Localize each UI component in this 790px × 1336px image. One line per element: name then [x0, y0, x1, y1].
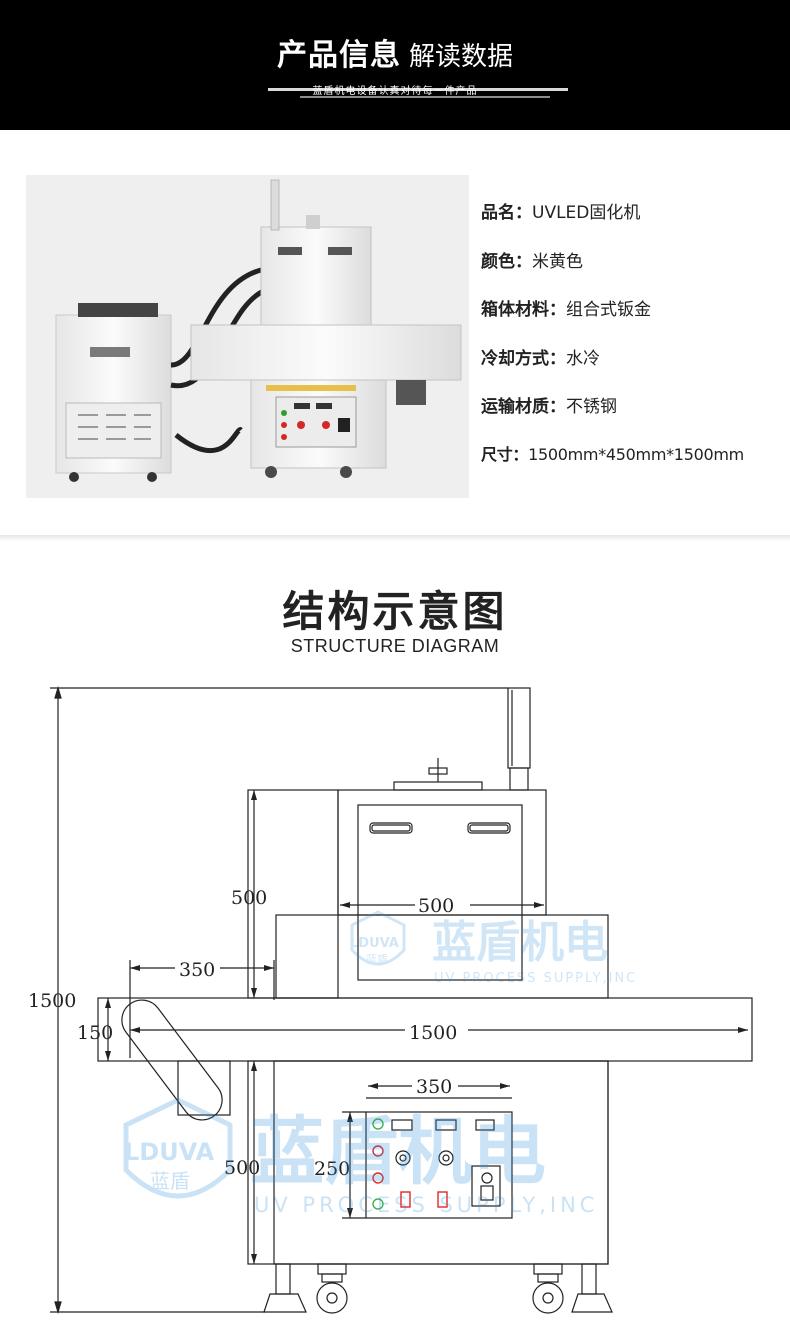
- watermark-small: LDUVA 蓝盾 蓝盾机电 UV PROCESS SUPPLY,INC: [350, 910, 637, 986]
- spec-row-name: 品名：UVLED固化机: [481, 203, 641, 223]
- header-title: 产品信息解读数据: [0, 30, 790, 74]
- chiller-vent: [65, 402, 162, 459]
- structure-diagram: 1500 500 500 350 150 1500 500 350 250 LD…: [0, 672, 790, 1332]
- spec-row-color: 颜色：米黄色: [481, 251, 583, 272]
- header-banner: 产品信息解读数据 蓝盾机电设备认真对待每一件产品: [0, 0, 790, 130]
- brush-stroke-thin: [300, 96, 550, 98]
- header-title-main: 产品信息: [276, 38, 401, 73]
- chiller-display: [90, 347, 130, 357]
- svg-text:LDUVA: LDUVA: [124, 1138, 215, 1166]
- header-title-sub: 解读数据: [408, 42, 513, 72]
- dim-belt-thickness: 150: [77, 1022, 113, 1044]
- watermark-large: LDUVA 蓝盾 蓝盾机电 UV PROCESS SUPPLY,INC: [123, 1097, 598, 1217]
- dim-panel-height: 250: [314, 1158, 350, 1180]
- product-photo-illustration: [55, 179, 462, 482]
- svg-text:蓝盾机电: 蓝盾机电: [250, 1109, 546, 1195]
- product-photo: [26, 175, 469, 498]
- structure-subtitle: STRUCTURE DIAGRAM: [290, 636, 500, 656]
- dim-left-offset: 350: [179, 959, 215, 981]
- brush-stroke: [268, 88, 568, 91]
- dim-upper-height: 500: [231, 887, 267, 909]
- section-divider: [0, 535, 790, 541]
- header-slogan: 蓝盾机电设备认真对待每一件产品: [312, 86, 478, 97]
- svg-text:UV PROCESS SUPPLY,INC: UV PROCESS SUPPLY,INC: [434, 971, 637, 986]
- svg-text:LDUVA: LDUVA: [350, 936, 399, 951]
- dim-total-height: 1500: [28, 990, 76, 1012]
- svg-text:蓝盾机电: 蓝盾机电: [432, 917, 608, 968]
- spec-row-material: 箱体材料：组合式钣金: [481, 300, 651, 321]
- structure-title: 结构示意图: [282, 587, 508, 636]
- structure-drawing: 1500 500 500 350 150 1500 500 350 250 LD…: [28, 685, 753, 1315]
- dim-lower-height: 500: [224, 1157, 260, 1179]
- spec-row-size: 尺寸：1500mm*450mm*1500mm: [481, 444, 744, 464]
- dim-belt-length: 1500: [409, 1022, 457, 1044]
- lamp-housing: [260, 226, 372, 326]
- conveyor: [190, 324, 462, 381]
- spec-row-transport: 运输材质：不锈钢: [481, 397, 617, 418]
- dim-panel-width: 350: [416, 1076, 452, 1098]
- svg-text:UV PROCESS SUPPLY,INC: UV PROCESS SUPPLY,INC: [254, 1193, 598, 1217]
- svg-text:蓝盾: 蓝盾: [150, 1169, 190, 1193]
- dim-lamp-width: 500: [418, 895, 454, 917]
- svg-text:蓝盾: 蓝盾: [366, 953, 388, 966]
- spec-list: 品名：UVLED固化机 颜色：米黄色 箱体材料：组合式钣金 冷却方式：水冷 运输…: [481, 198, 790, 490]
- spec-row-cooling: 冷却方式：水冷: [481, 348, 600, 369]
- chiller-fan: [78, 303, 158, 317]
